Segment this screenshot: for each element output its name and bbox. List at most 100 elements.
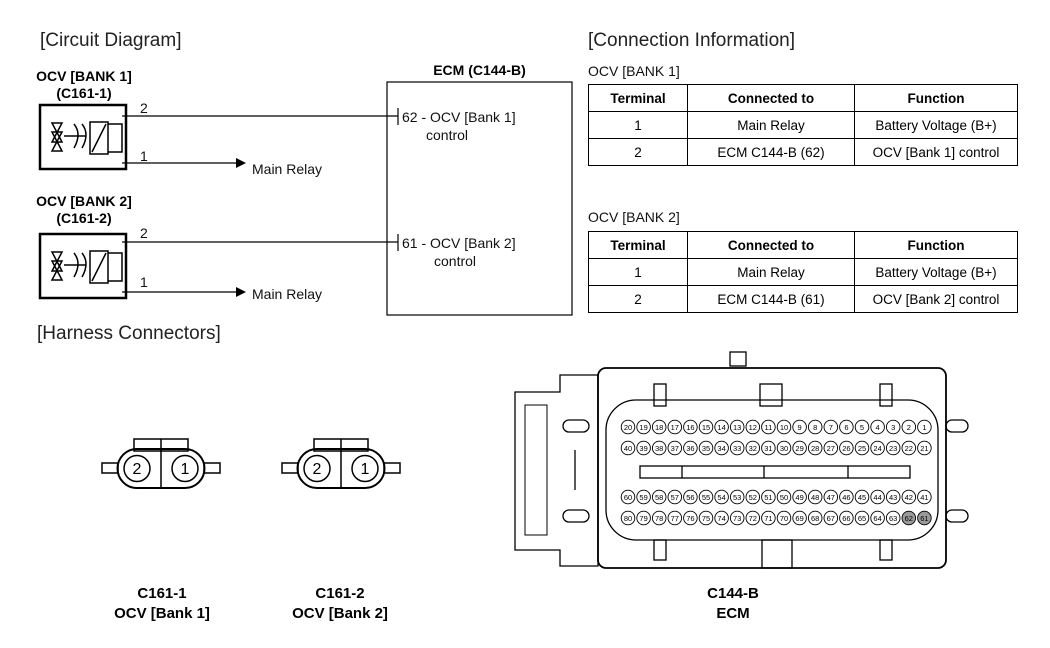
connector-c161-2 xyxy=(281,438,401,489)
ecm-pin-69 xyxy=(792,510,807,526)
header-terminal: Terminal xyxy=(588,84,688,112)
ecm-pin-42 xyxy=(901,489,917,505)
ecm-pin-35 xyxy=(698,440,714,456)
ecm-pin-label: 73 xyxy=(733,514,741,523)
ecm-pin-6 xyxy=(839,419,854,435)
ecm-pin-74 xyxy=(714,510,729,526)
ecm-pin-label: 47 xyxy=(827,493,835,502)
ecm-pin-27 xyxy=(823,440,839,456)
ecm-pin-55 xyxy=(698,489,714,505)
ecm-pin-14 xyxy=(714,419,729,435)
ecm-pin-79 xyxy=(636,510,651,526)
ecm-pin-label: 15 xyxy=(702,423,710,432)
heading-harness-connectors: [Harness Connectors] xyxy=(37,323,221,344)
ecm-pin-53 xyxy=(729,489,745,505)
ecm-pin-label: 74 xyxy=(717,514,725,523)
ecm-pin-label: 61 xyxy=(920,514,928,523)
ecm-pin-label: 27 xyxy=(827,444,835,453)
cell-function: Battery Voltage (B+) xyxy=(854,258,1018,286)
ocv2-component xyxy=(38,232,128,300)
cell-terminal: 2 xyxy=(588,285,688,313)
ecm-pin-10 xyxy=(776,419,792,435)
ecm-pin-20 xyxy=(620,419,636,435)
ecm-pin-24 xyxy=(870,440,885,456)
ecm-pin-15 xyxy=(698,419,714,435)
ecm-pin-70 xyxy=(776,510,792,526)
ecm-pin-label: 80 xyxy=(624,514,632,523)
cell-function: Battery Voltage (B+) xyxy=(854,111,1018,139)
ecm-pin-5 xyxy=(854,419,870,435)
ecm-pin-label: 18 xyxy=(655,423,663,432)
ecm-pin-label: 41 xyxy=(920,493,928,502)
ecm-pin-18 xyxy=(651,419,667,435)
ocv2-connector-id: (C161-2) xyxy=(56,210,112,226)
ecm-pin-67 xyxy=(823,510,839,526)
ecm-pin-label: 50 xyxy=(780,493,788,502)
ecm-pin-label: 9 xyxy=(798,423,802,432)
ecm-pin-label: 79 xyxy=(639,514,647,523)
header-connected-to: Connected to xyxy=(687,84,855,112)
ecm-pin-label: 35 xyxy=(702,444,710,453)
ecm-pin-label: 46 xyxy=(842,493,850,502)
ecm-pin-label: 51 xyxy=(764,493,772,502)
ecm-pin-label: 26 xyxy=(842,444,850,453)
ecm-pin-36 xyxy=(683,440,698,456)
ecm-pin-66 xyxy=(839,510,854,526)
ecm-pin-label: 22 xyxy=(905,444,913,453)
heading-circuit-diagram: [Circuit Diagram] xyxy=(40,30,182,51)
table-2-title: OCV [BANK 2] xyxy=(588,209,680,225)
ecm-pin-21 xyxy=(917,440,932,456)
ecm-pin-label: 62 xyxy=(905,514,913,523)
ecm-pin-75 xyxy=(698,510,714,526)
ocv1-pin-2-label: 2 xyxy=(140,100,148,116)
caption-c144-b-id: C144-B xyxy=(707,585,759,602)
ecm-pin-62-label: 62 - OCV [Bank 1] xyxy=(402,109,516,125)
header-function: Function xyxy=(854,231,1018,259)
ecm-pin-label: 69 xyxy=(795,514,803,523)
ecm-pin-23 xyxy=(885,440,901,456)
ecm-pin-2 xyxy=(901,419,917,435)
ecm-pin-22 xyxy=(901,440,917,456)
ecm-pin-label: 43 xyxy=(889,493,897,502)
ecm-pin-label: 34 xyxy=(717,444,725,453)
ecm-pin-62-function: control xyxy=(426,127,469,143)
ecm-pin-11 xyxy=(761,419,776,435)
ecm-pin-label: 48 xyxy=(811,493,819,502)
ecm-pin-label: 31 xyxy=(764,444,772,453)
ecm-pin-label: 3 xyxy=(891,423,895,432)
ecm-pin-label: 30 xyxy=(780,444,788,453)
ecm-pin-label: 1 xyxy=(922,423,926,432)
ecm-pin-3 xyxy=(885,419,901,435)
ecm-pin-label: 45 xyxy=(858,493,866,502)
ocv1-destination: Main Relay xyxy=(252,161,323,177)
ecm-pin-25 xyxy=(854,440,870,456)
ecm-pin-26 xyxy=(839,440,854,456)
ecm-pin-29 xyxy=(792,440,807,456)
ecm-pin-label: 49 xyxy=(795,493,803,502)
ecm-pin-78 xyxy=(651,510,667,526)
ecm-pin-label: 6 xyxy=(844,423,848,432)
cell-function: OCV [Bank 2] control xyxy=(854,285,1018,313)
ecm-pin-30 xyxy=(776,440,792,456)
ecm-pin-76 xyxy=(683,510,698,526)
cell-connected-to: Main Relay xyxy=(687,111,855,139)
ecm-pin-label: 78 xyxy=(655,514,663,523)
ocv1-valve-symbol xyxy=(50,121,123,155)
c161-2-pin-1: 1 xyxy=(361,461,370,478)
ocv1-name: OCV [BANK 1] xyxy=(36,68,132,84)
c161-1-pin-1: 1 xyxy=(181,461,190,478)
ocv1-connector-id: (C161-1) xyxy=(56,85,112,101)
ecm-pin-label: 55 xyxy=(702,493,710,502)
ecm-pin-label: 72 xyxy=(749,514,757,523)
ecm-pin-label: 57 xyxy=(671,493,679,502)
ecm-pin-38 xyxy=(651,440,667,456)
connector-c161-1 xyxy=(101,438,221,489)
caption-c144-b-desc: ECM xyxy=(716,605,750,622)
ecm-pin-label: 36 xyxy=(686,444,694,453)
ecm-pin-52 xyxy=(745,489,761,505)
ecm-pin-label: 52 xyxy=(749,493,757,502)
ecm-pin-label: 2 xyxy=(907,423,911,432)
heading-connection-information: [Connection Information] xyxy=(588,30,796,51)
ecm-pin-label: 11 xyxy=(765,423,773,432)
